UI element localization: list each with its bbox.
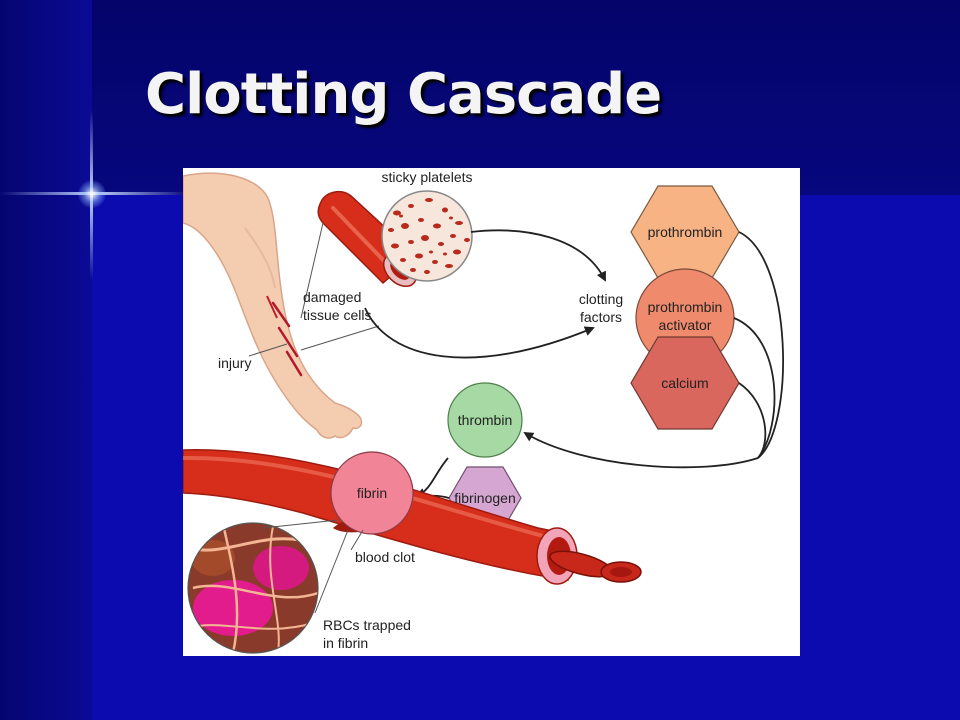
label-damaged: damaged bbox=[303, 289, 361, 305]
arrow-tissue-to-factors bbox=[364, 307, 595, 359]
clotting-cascade-figure: sticky platelets damaged tissue cells in… bbox=[183, 168, 800, 656]
clot-pointer-lines bbox=[262, 519, 364, 614]
label-injury: injury bbox=[218, 355, 251, 371]
background-left-band bbox=[0, 0, 92, 720]
label-clotting: clotting bbox=[579, 291, 623, 307]
arm-illustration bbox=[183, 172, 363, 439]
label-fibrin: fibrin bbox=[357, 485, 387, 501]
arrow-thrombin-to-fibrin bbox=[415, 457, 449, 498]
label-tissue-cells: tissue cells bbox=[303, 307, 371, 323]
label-prothrombin-2: prothrombin bbox=[648, 299, 723, 315]
thrombin-circle bbox=[447, 382, 523, 458]
label-calcium: calcium bbox=[661, 375, 708, 391]
label-rbcs-trapped: RBCs trapped bbox=[323, 617, 411, 633]
label-sticky-platelets: sticky platelets bbox=[381, 169, 472, 185]
label-activator: activator bbox=[659, 317, 712, 333]
fibrin-circle bbox=[330, 451, 414, 535]
arrow-platelets-to-factors bbox=[470, 229, 606, 282]
label-thrombin: thrombin bbox=[458, 412, 512, 428]
background-top-band bbox=[92, 0, 960, 195]
pointer-lines bbox=[248, 222, 380, 357]
label-prothrombin: prothrombin bbox=[648, 224, 723, 240]
label-blood-clot: blood clot bbox=[355, 549, 415, 565]
feedback-curves bbox=[523, 231, 784, 469]
lens-flare-glow bbox=[78, 180, 106, 208]
platelets-magnified bbox=[381, 190, 473, 282]
label-fibrinogen: fibrinogen bbox=[454, 490, 516, 506]
label-in-fibrin: in fibrin bbox=[323, 635, 368, 651]
rbcs-trapped-magnified bbox=[187, 522, 319, 654]
label-factors: factors bbox=[580, 309, 622, 325]
slide-title: Clotting Cascade bbox=[145, 62, 662, 127]
